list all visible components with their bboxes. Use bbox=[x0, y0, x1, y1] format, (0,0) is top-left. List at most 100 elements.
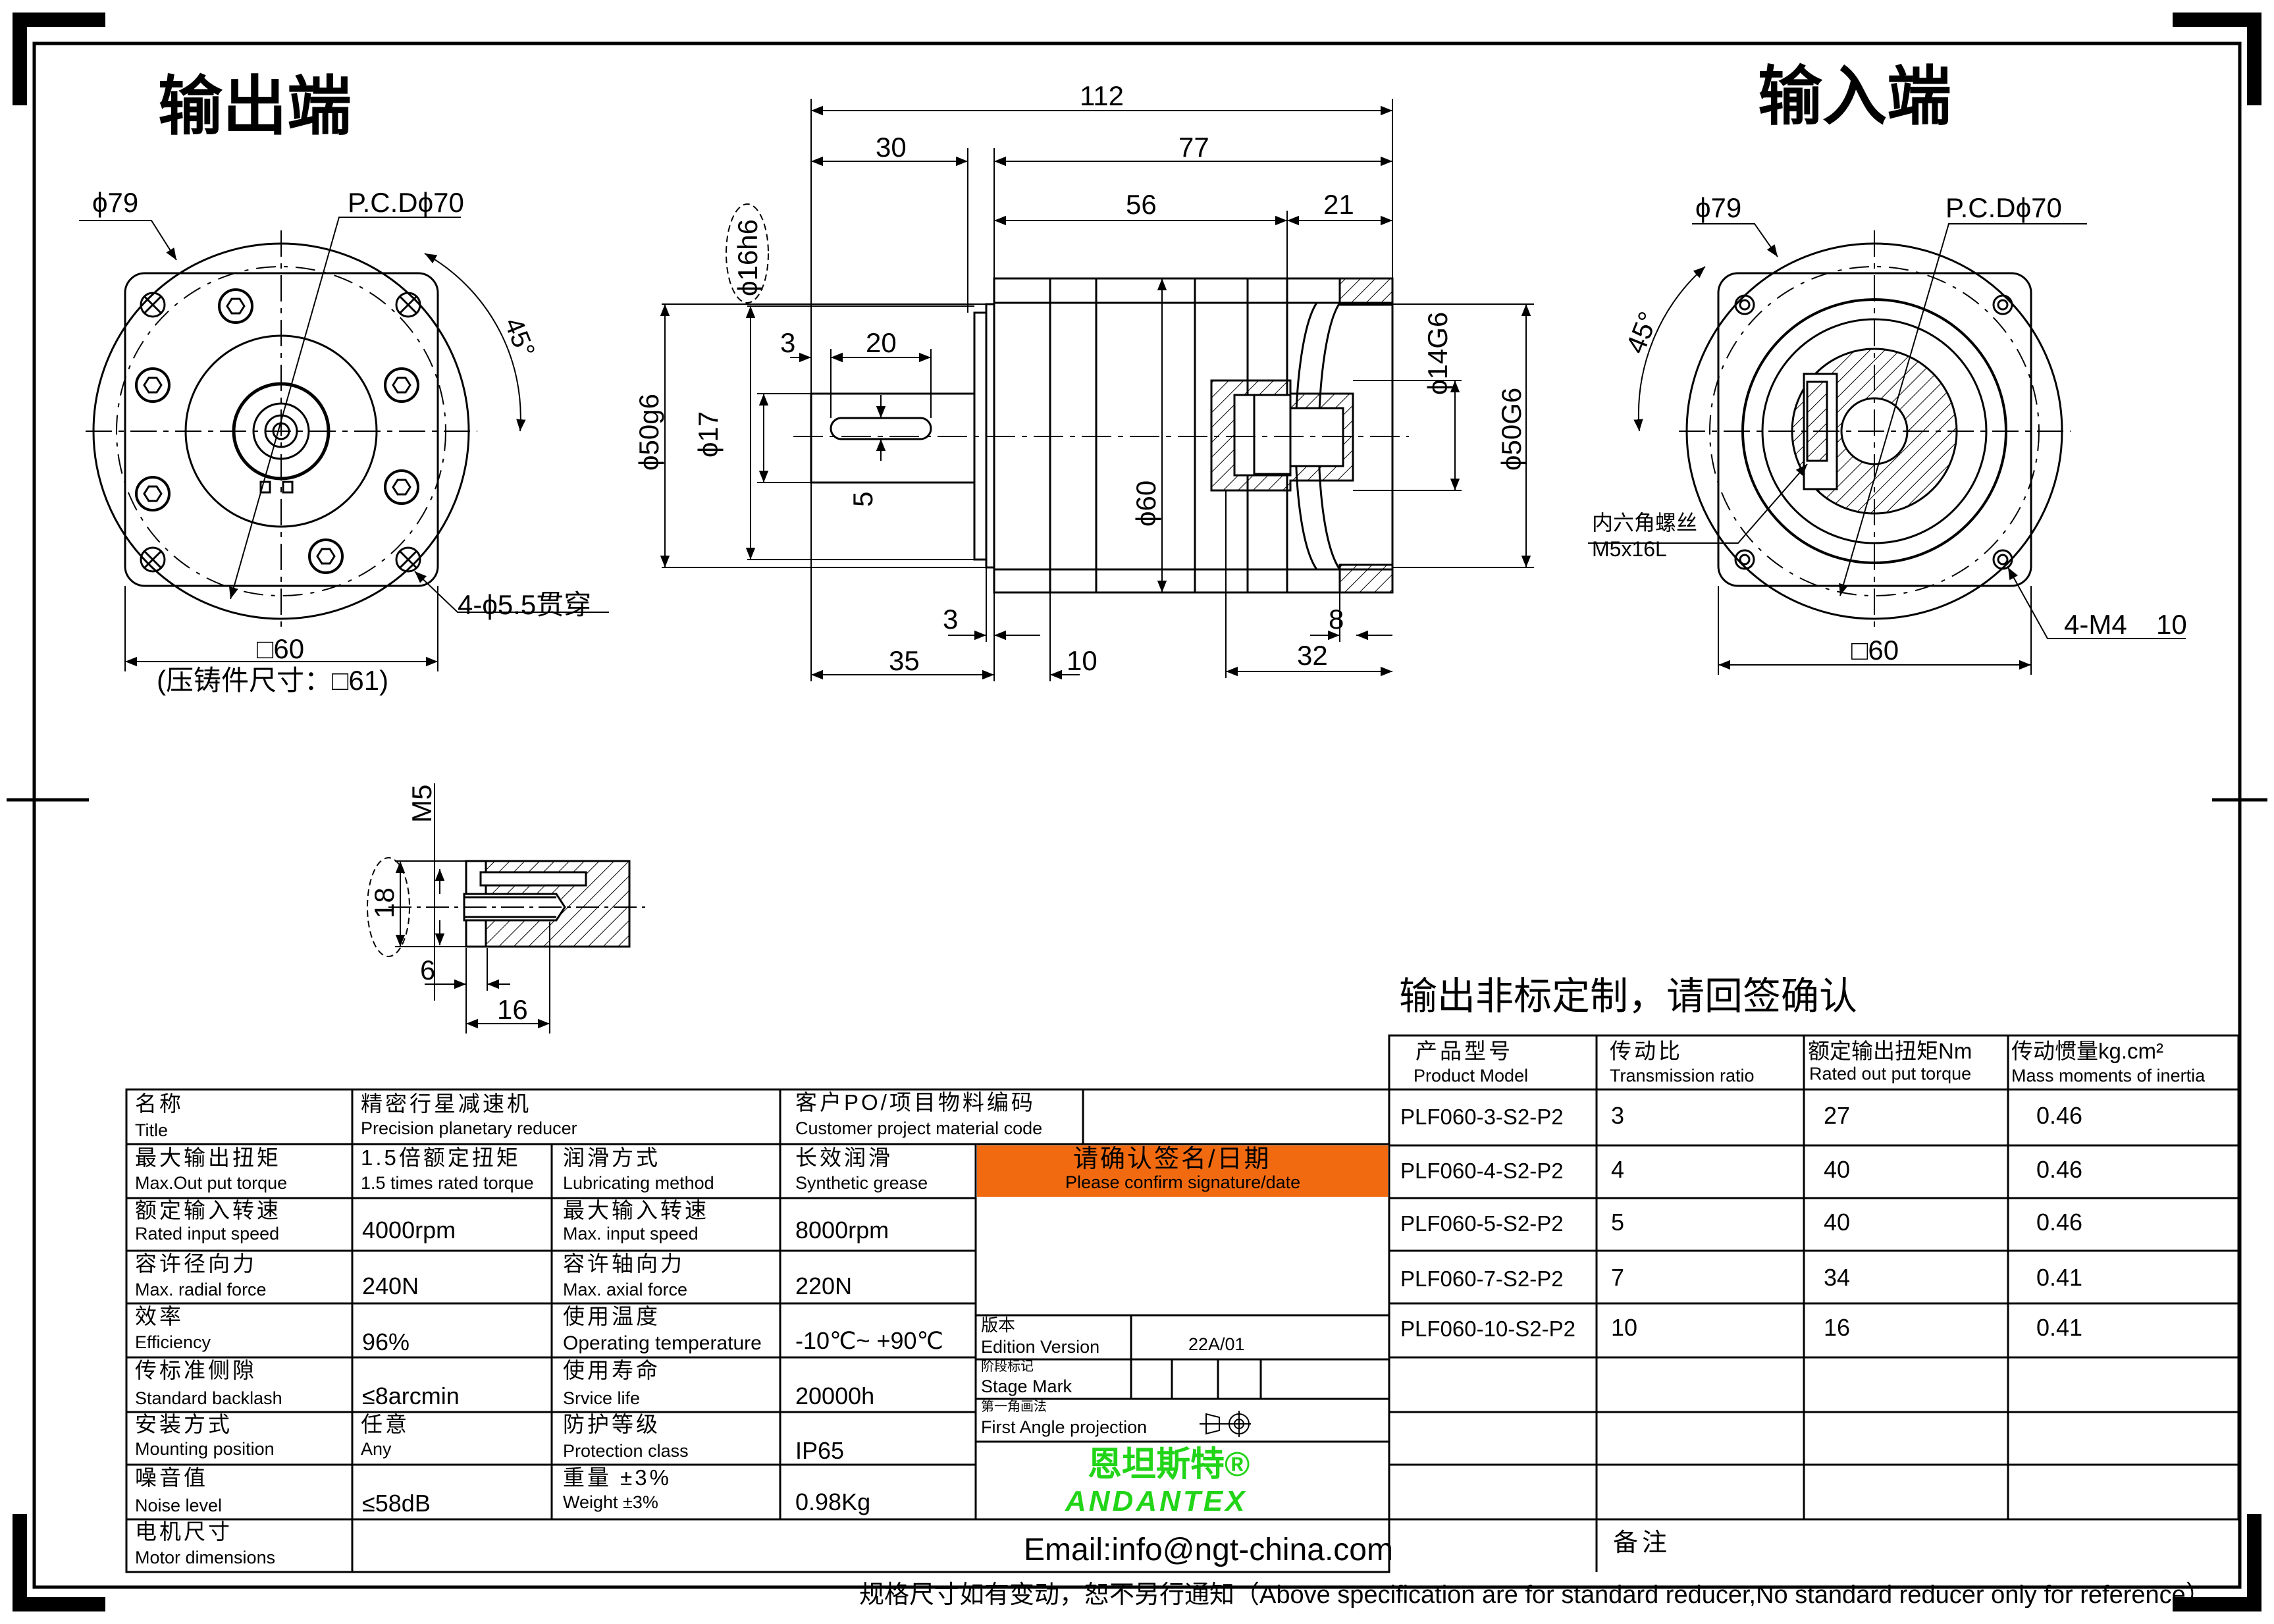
row-inertia: 0.46 bbox=[2036, 1156, 2083, 1183]
svg-text:56: 56 bbox=[1126, 189, 1157, 220]
svg-text:□60: □60 bbox=[1851, 635, 1899, 666]
svg-text:ϕ79: ϕ79 bbox=[1695, 192, 1741, 223]
svg-text:ϕ14G6: ϕ14G6 bbox=[1422, 312, 1453, 395]
row-torque: 16 bbox=[1824, 1314, 1851, 1341]
svg-text:ϕ16h6: ϕ16h6 bbox=[732, 219, 763, 296]
svg-text:3: 3 bbox=[780, 327, 795, 358]
spec-protect-en: Protection class bbox=[563, 1441, 689, 1461]
spec-title-en: Title bbox=[135, 1120, 169, 1140]
confirm-cell-bg bbox=[977, 1145, 1388, 1197]
custom-note: 输出非标定制，请回签确认 bbox=[1399, 975, 1857, 1018]
edition-en: Edition Version bbox=[981, 1337, 1100, 1357]
spec-temp-value: -10℃~ +90℃ bbox=[795, 1327, 943, 1354]
spec-protect-cn: 防护等级 bbox=[563, 1412, 660, 1436]
spec-rated-speed-en: Rated input speed bbox=[135, 1224, 280, 1244]
input-view-labels: ϕ79 P.C.Dϕ70 45° 内六角螺丝 M5x16L 4-M4 10 □6… bbox=[1592, 192, 2187, 666]
svg-text:35: 35 bbox=[889, 645, 920, 676]
svg-text:112: 112 bbox=[1080, 80, 1124, 111]
input-end-heading: 输入端 bbox=[1758, 60, 1951, 132]
svg-text:4-M4: 4-M4 bbox=[2064, 609, 2127, 640]
brand-logo-en: ANDANTEX bbox=[1065, 1485, 1247, 1517]
spec-efficiency-en: Efficiency bbox=[135, 1332, 211, 1352]
svg-text:10: 10 bbox=[1067, 645, 1097, 676]
header-torque-cn: 额定输出扭矩Nm bbox=[1808, 1039, 1972, 1063]
row-inertia: 0.46 bbox=[2036, 1102, 2083, 1129]
svg-text:P.C.Dϕ70: P.C.Dϕ70 bbox=[1945, 192, 2062, 223]
spec-noise-en: Noise level bbox=[135, 1496, 223, 1515]
projection-cn: 第一角画法 bbox=[981, 1400, 1047, 1414]
svg-text:ϕ60: ϕ60 bbox=[1130, 481, 1161, 527]
header-inertia-cn: 传动惯量kg.cm² bbox=[2011, 1039, 2163, 1063]
row-inertia: 0.46 bbox=[2036, 1209, 2083, 1236]
spec-torque-value-cn: 1.5倍额定扭矩 bbox=[361, 1145, 521, 1170]
svg-text:(压铸件尺寸：□61): (压铸件尺寸：□61) bbox=[157, 665, 388, 696]
spec-motor-en: Motor dimensions bbox=[135, 1548, 276, 1567]
row-ratio: 4 bbox=[1611, 1156, 1625, 1183]
spec-radial-cn: 容许径向力 bbox=[135, 1251, 257, 1276]
spec-max-speed-en: Max. input speed bbox=[563, 1224, 699, 1244]
spec-title-value-cn: 精密行星减速机 bbox=[361, 1091, 531, 1116]
svg-text:ϕ50g6: ϕ50g6 bbox=[633, 394, 664, 471]
spec-temp-cn: 使用温度 bbox=[563, 1304, 660, 1328]
footer-note: 规格尺寸如有变动，恕不另行通知（Above specification are … bbox=[859, 1581, 2211, 1609]
spec-temp-en: Operating temperature bbox=[563, 1332, 762, 1354]
row-torque: 27 bbox=[1824, 1102, 1851, 1129]
svg-text:77: 77 bbox=[1178, 132, 1209, 163]
confirm-signature-en: Please confirm signature/date bbox=[1065, 1172, 1301, 1192]
row-ratio: 5 bbox=[1611, 1209, 1625, 1236]
output-view-labels: ϕ79 P.C.Dϕ70 45° 4-ϕ5.5贯穿 □60 (压铸件尺寸：□61… bbox=[92, 187, 591, 696]
spec-lube-value-en: Synthetic grease bbox=[795, 1173, 928, 1193]
spec-torque-value-en: 1.5 times rated torque bbox=[361, 1173, 534, 1193]
svg-text:16: 16 bbox=[497, 994, 528, 1025]
spec-mount-cn: 安装方式 bbox=[135, 1412, 232, 1436]
spec-life-cn: 使用寿命 bbox=[563, 1358, 660, 1382]
spec-noise-cn: 噪音值 bbox=[135, 1465, 208, 1490]
remark-label: 备注 bbox=[1613, 1529, 1672, 1557]
row-torque: 40 bbox=[1824, 1156, 1851, 1183]
row-model: PLF060-4-S2-P2 bbox=[1400, 1159, 1564, 1183]
first-angle-projection-icon bbox=[1200, 1411, 1251, 1437]
detail-section-view bbox=[367, 783, 645, 1034]
header-model-cn: 产品型号 bbox=[1415, 1039, 1513, 1063]
spec-axial-cn: 容许轴向力 bbox=[563, 1251, 685, 1276]
svg-text:6: 6 bbox=[420, 955, 435, 985]
spec-torque-cn: 最大输出扭矩 bbox=[135, 1145, 281, 1170]
svg-text:8: 8 bbox=[1329, 604, 1344, 635]
spec-lube-value-cn: 长效润滑 bbox=[795, 1145, 893, 1170]
spec-rated-speed-value: 4000rpm bbox=[362, 1217, 456, 1244]
svg-text:5: 5 bbox=[847, 492, 878, 507]
brand-name-cn: 恩坦斯特® bbox=[1088, 1446, 1250, 1484]
stage-en: Stage Mark bbox=[981, 1376, 1072, 1396]
spec-lube-en: Lubricating method bbox=[563, 1173, 714, 1193]
confirm-signature-cn: 请确认签名/日期 bbox=[1073, 1145, 1271, 1173]
row-ratio: 3 bbox=[1611, 1102, 1625, 1129]
row-inertia: 0.41 bbox=[2036, 1314, 2083, 1341]
svg-text:10: 10 bbox=[2156, 609, 2187, 640]
svg-text:20: 20 bbox=[866, 327, 897, 358]
svg-text:30: 30 bbox=[876, 132, 907, 163]
spec-efficiency-cn: 效率 bbox=[135, 1304, 184, 1328]
spec-protect-value: IP65 bbox=[795, 1437, 845, 1464]
projection-en: First Angle projection bbox=[981, 1417, 1148, 1437]
spec-life-en: Srvice life bbox=[563, 1388, 641, 1408]
header-inertia-en: Mass moments of inertia bbox=[2011, 1066, 2206, 1086]
spec-weight-cn: 重量 ±3% bbox=[563, 1465, 672, 1490]
row-model: PLF060-5-S2-P2 bbox=[1400, 1211, 1564, 1236]
side-view-labels: 112 30 77 56 21 ϕ16h6 ϕ50g6 ϕ17 3 20 5 ϕ… bbox=[633, 80, 1527, 676]
header-ratio-en: Transmission ratio bbox=[1610, 1066, 1755, 1086]
spec-motor-cn: 电机尺寸 bbox=[135, 1519, 232, 1544]
spec-backlash-value: ≤8arcmin bbox=[362, 1382, 460, 1409]
spec-mount-value-en: Any bbox=[361, 1439, 392, 1459]
table-grid bbox=[125, 1034, 2240, 1573]
row-torque: 34 bbox=[1824, 1264, 1851, 1291]
svg-text:内六角螺丝: 内六角螺丝 bbox=[1592, 511, 1697, 535]
row-ratio: 10 bbox=[1611, 1314, 1638, 1341]
spec-weight-en: Weight ±3% bbox=[563, 1492, 658, 1512]
spec-radial-value: 240N bbox=[362, 1272, 419, 1299]
header-ratio-cn: 传动比 bbox=[1610, 1039, 1683, 1063]
spec-life-value: 20000h bbox=[795, 1382, 875, 1409]
spec-mount-en: Mounting position bbox=[135, 1439, 275, 1459]
spec-mount-value-cn: 任意 bbox=[361, 1412, 410, 1436]
svg-text:45°: 45° bbox=[1620, 307, 1664, 357]
